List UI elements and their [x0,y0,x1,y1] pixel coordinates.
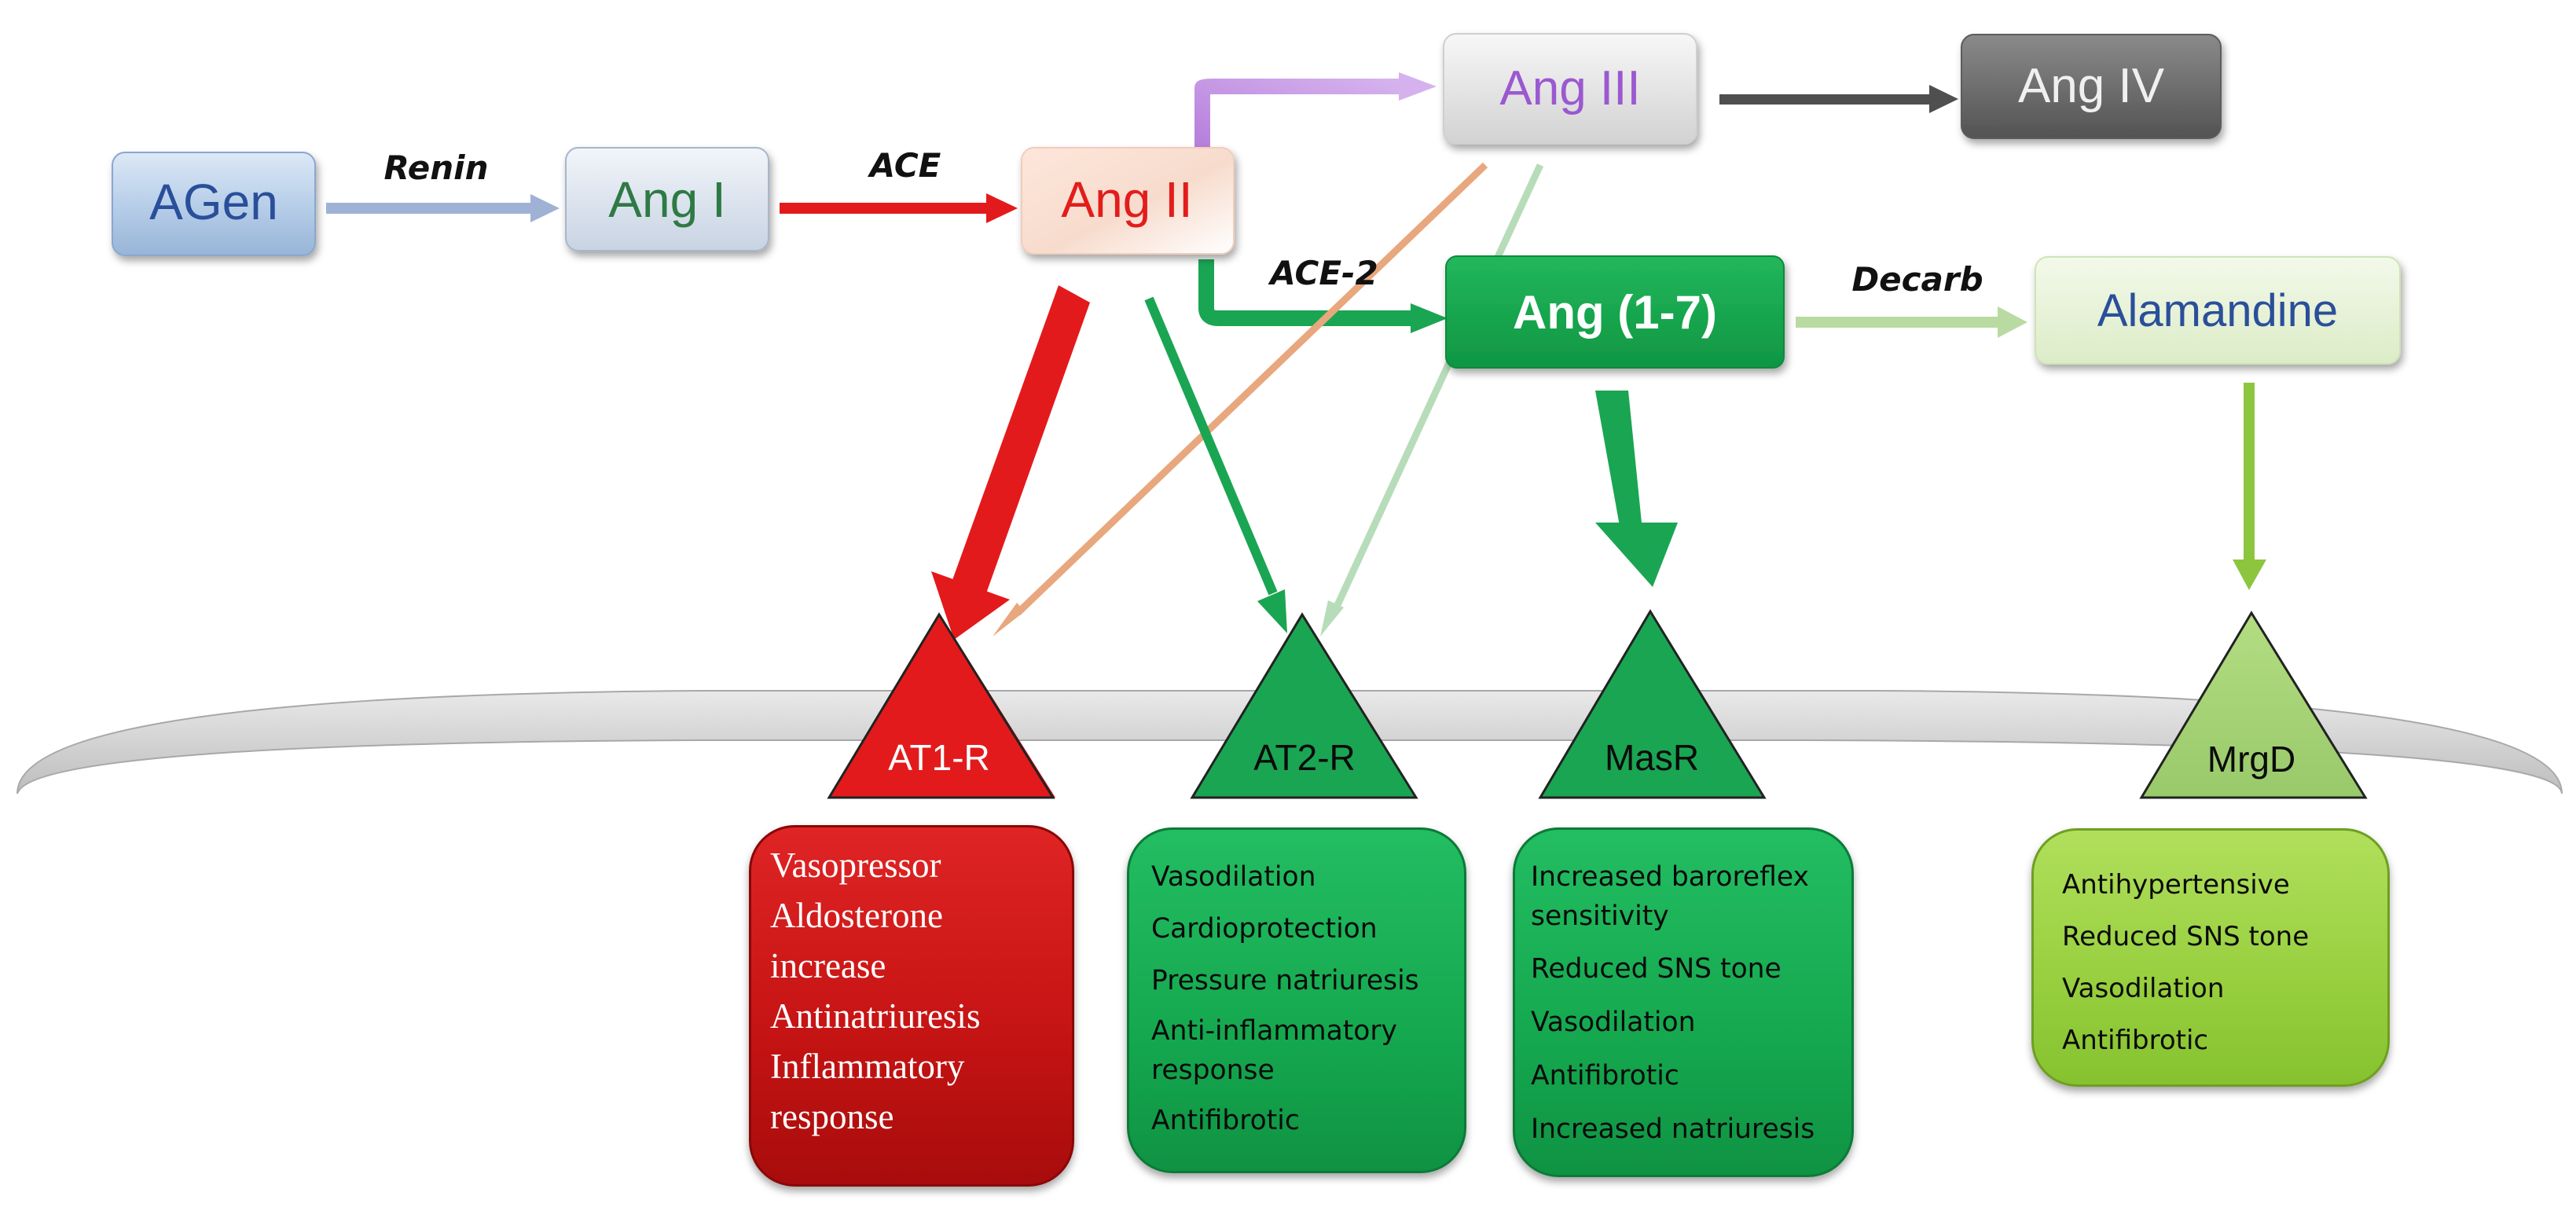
node-ang3: Ang III [1443,33,1697,145]
ang4-label: Ang IV [2018,59,2165,113]
at1r-effects-box: Vasopressor Aldosterone increase Antinat… [749,825,1074,1187]
mrgd-effects-box: Antihypertensive Reduced SNS tone Vasodi… [2031,828,2390,1087]
arrow-ang2-to-ang17 [1198,259,1448,333]
masr-effect: Increased natriuresis [1531,1113,1815,1145]
ang2-label: Ang II [1061,171,1192,228]
at2r-effect: Vasodilation [1151,861,1316,893]
arrow-ang17-to-masr [1595,391,1678,587]
at2r-label: AT2-R [1253,737,1356,778]
at2r-effect: Cardioprotection [1151,913,1378,945]
arrow-ang17-to-alamandine [1796,306,2027,338]
arrow-agen-to-ang1 [326,194,560,222]
at2r-effects-box: Vasodilation Cardioprotection Pressure n… [1127,827,1466,1173]
ang1-label: Ang I [608,171,725,228]
receptor-mrgd: MrgD [2139,611,2368,799]
at1r-effect: Inflammatory response [770,1047,965,1136]
mrgd-effect: Antifibrotic [2062,1025,2209,1056]
at1r-effect: Antinatriuresis [770,996,981,1036]
arrow-ang2-to-ang3 [1194,72,1437,157]
node-ang17: Ang (1-7) [1445,255,1785,369]
enzyme-ace2-label: ACE-2 [1268,254,1378,292]
masr-effect: Vasodilation [1531,1007,1696,1038]
arrow-ang1-to-ang2 [780,193,1018,223]
mrgd-effect: Reduced SNS tone [2062,921,2310,952]
node-agen: AGen [112,152,316,256]
at2r-effect: Antifibrotic [1151,1105,1300,1136]
cell-membrane [17,690,2563,794]
at2r-effects-list: Vasodilation Cardioprotection Pressure n… [1151,851,1453,1146]
masr-effects-box: Increased baroreflex sensitivity Reduced… [1513,827,1854,1177]
node-ang2: Ang II [1021,147,1235,255]
arrow-ang3-to-at2r [1334,163,1544,607]
arrow-ang2-to-at1r [931,285,1090,640]
mrgd-effects-list: Antihypertensive Reduced SNS tone Vasodi… [2062,859,2376,1066]
enzyme-ace-label: ACE [868,146,941,185]
enzyme-decarb-label: Decarb [1851,260,1983,299]
masr-effect: Reduced SNS tone [1531,953,1782,985]
at2r-effect: Anti-inflammatory response [1151,1015,1397,1086]
arrow-ang3-to-at1r [1015,162,1488,616]
node-alamandine: Alamandine [2035,256,2401,365]
masr-effect: Increased baroreflex sensitivity [1531,861,1809,932]
mrgd-effect: Vasodilation [2062,973,2225,1004]
arrow-alamandine-to-mrgd [2233,383,2266,590]
receptor-at2r: AT2-R [1190,612,1418,799]
masr-effect: Antifibrotic [1531,1060,1679,1091]
node-ang1: Ang I [565,147,769,251]
at1r-label: AT1-R [888,737,990,778]
mrgd-label: MrgD [2207,739,2295,780]
ang3-label: Ang III [1499,61,1640,116]
masr-effects-list: Increased baroreflex sensitivity Reduced… [1531,857,1840,1156]
at2r-effect: Pressure natriuresis [1151,965,1419,996]
agen-label: AGen [149,174,278,230]
node-ang4: Ang IV [1961,34,2222,139]
alamandine-label: Alamandine [2097,285,2338,336]
ang17-label: Ang (1-7) [1513,286,1717,339]
arrow-ang3-to-ang4 [1719,85,1958,113]
receptor-masr: MasR [1538,609,1767,799]
mrgd-effect: Antihypertensive [2062,869,2290,901]
at1r-effect: Aldosterone increase [770,896,943,985]
enzyme-renin-label: Renin [384,149,489,187]
at1r-effect: Vasopressor [770,846,941,885]
masr-label: MasR [1605,737,1699,778]
receptor-at1r: AT1-R [827,612,1055,799]
at1r-effects-list: Vasopressor Aldosterone increase Antinat… [770,840,1061,1142]
arrow-ang2-to-at2r [1144,296,1278,596]
